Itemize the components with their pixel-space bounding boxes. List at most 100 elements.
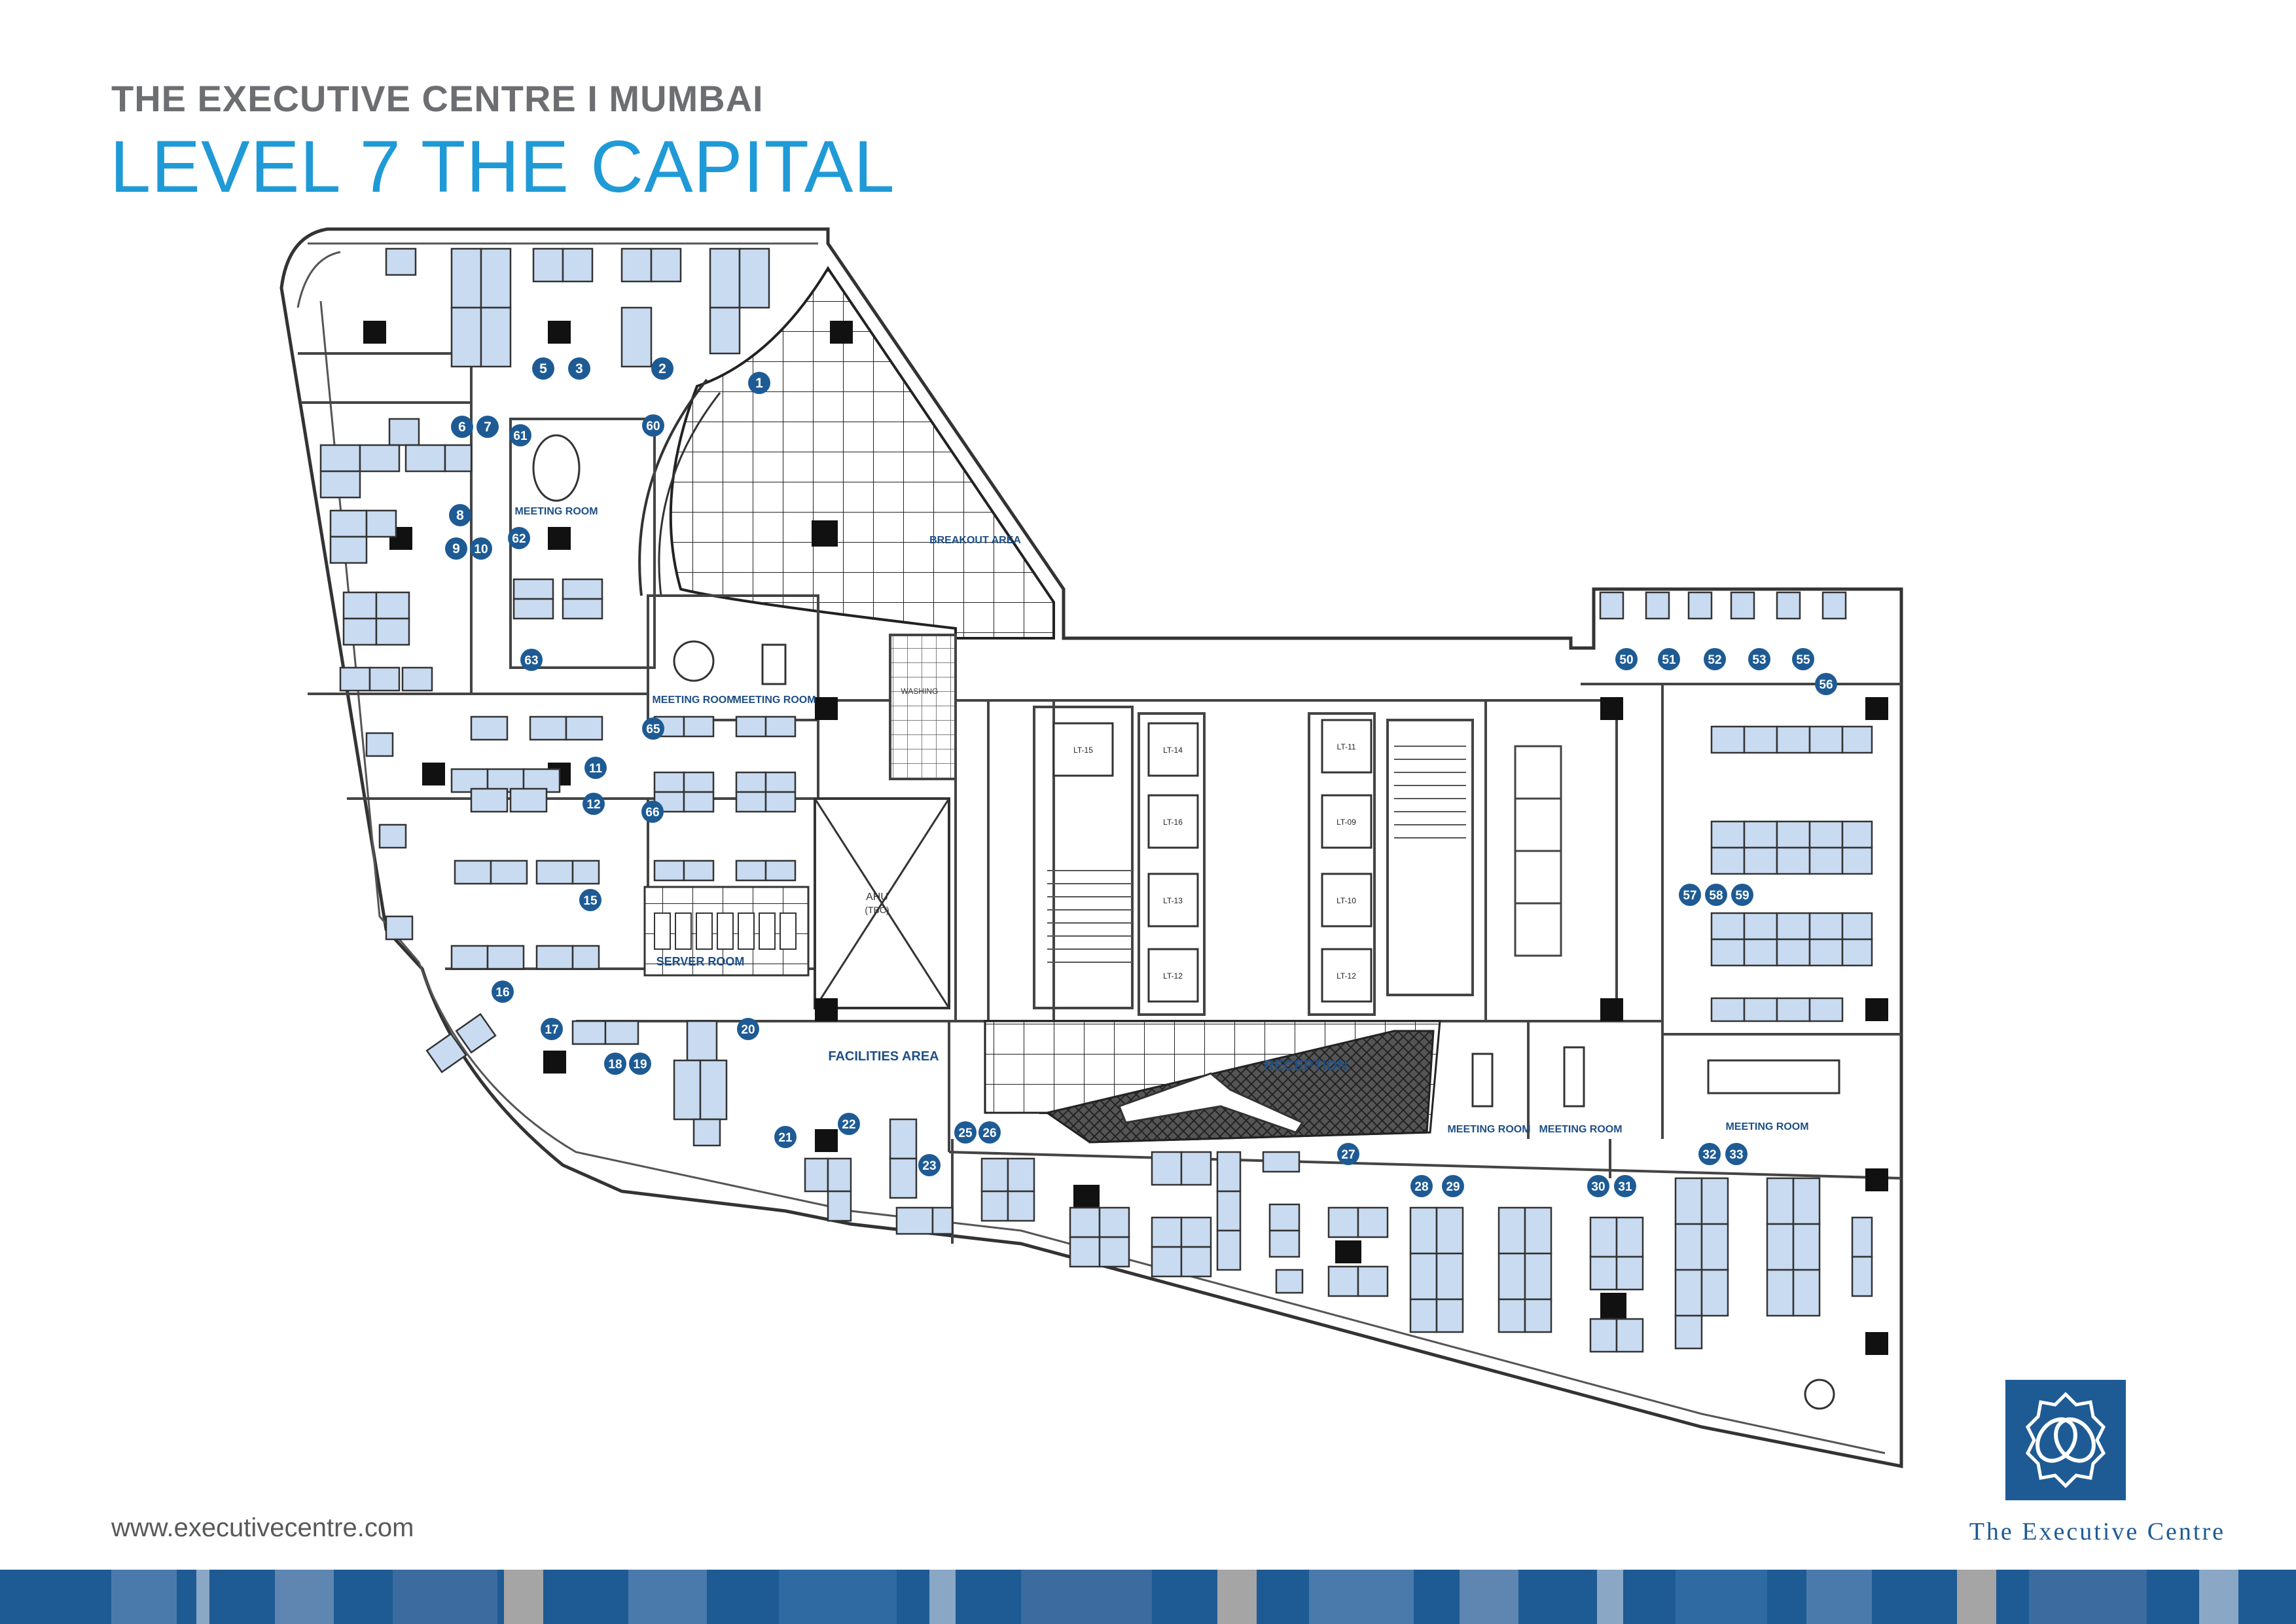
office-marker bbox=[492, 981, 514, 1003]
office-marker bbox=[918, 1154, 941, 1176]
meeting-room-label: MEETING ROOM bbox=[1539, 1124, 1622, 1135]
office-marker bbox=[954, 1121, 977, 1144]
office-number-label: 51 bbox=[1662, 653, 1676, 667]
office-marker bbox=[1587, 1175, 1609, 1197]
office-marker bbox=[641, 801, 664, 823]
building-outline bbox=[279, 227, 1903, 1469]
meeting-room-label: MEETING ROOM bbox=[514, 506, 598, 517]
office-number-label: 52 bbox=[1708, 653, 1721, 667]
office-number-label: 57 bbox=[1683, 889, 1696, 903]
office-marker bbox=[449, 504, 471, 526]
office-number-label: 25 bbox=[958, 1127, 973, 1140]
meeting-room-label: MEETING ROOM bbox=[1447, 1124, 1530, 1135]
lift-label: LT-12 bbox=[1163, 971, 1183, 981]
office-marker bbox=[532, 357, 554, 380]
office-marker bbox=[1725, 1143, 1748, 1165]
page-title: LEVEL 7 THE CAPITAL bbox=[110, 126, 895, 208]
office-number-label: 15 bbox=[583, 894, 598, 908]
office-marker bbox=[451, 416, 473, 438]
workstation-desks bbox=[319, 247, 1873, 1353]
office-number-label: 16 bbox=[495, 986, 509, 1000]
header-subtitle: THE EXECUTIVE CENTRE I MUMBAI bbox=[111, 78, 764, 119]
office-number-label: 3 bbox=[575, 361, 583, 376]
office-number-label: 30 bbox=[1591, 1180, 1605, 1194]
washing-label: WASHING bbox=[901, 687, 939, 696]
office-marker bbox=[1748, 648, 1770, 670]
office-number-label: 31 bbox=[1618, 1180, 1632, 1194]
office-number-label: 23 bbox=[922, 1159, 936, 1173]
office-number-label: 12 bbox=[586, 798, 600, 812]
office-number-label: 26 bbox=[982, 1127, 996, 1140]
footer-stripe-bar bbox=[0, 1570, 2296, 1624]
office-number-label: 5 bbox=[539, 361, 547, 376]
office-number-label: 10 bbox=[474, 543, 488, 556]
office-marker bbox=[508, 527, 530, 549]
office-number-label: 63 bbox=[524, 654, 538, 668]
meeting-room-label: MEETING ROOM bbox=[732, 695, 816, 706]
office-marker bbox=[1614, 1175, 1636, 1197]
office-marker bbox=[1337, 1143, 1359, 1165]
office-marker bbox=[748, 372, 770, 394]
ahu-note: (TBC) bbox=[865, 905, 889, 915]
office-number-label: 2 bbox=[658, 361, 666, 376]
office-number-label: 59 bbox=[1735, 889, 1749, 903]
ahu-label: AHU bbox=[866, 892, 888, 903]
meeting-room-label: MEETING ROOM bbox=[652, 695, 735, 706]
office-number-label: 7 bbox=[484, 420, 492, 435]
office-marker bbox=[470, 537, 492, 560]
office-marker bbox=[1410, 1175, 1433, 1197]
office-marker bbox=[584, 757, 607, 779]
office-number-label: 56 bbox=[1819, 678, 1833, 692]
ahu-room bbox=[814, 797, 950, 1009]
office-number-label: 22 bbox=[842, 1118, 855, 1132]
office-marker bbox=[1615, 648, 1638, 670]
office-marker bbox=[509, 424, 531, 446]
office-marker bbox=[978, 1121, 1001, 1144]
office-marker bbox=[642, 414, 664, 437]
office-marker bbox=[579, 889, 601, 911]
lift-label: LT-13 bbox=[1163, 896, 1183, 905]
office-number-label: 11 bbox=[589, 762, 603, 776]
office-number-label: 1 bbox=[755, 376, 763, 391]
office-marker bbox=[1792, 648, 1814, 670]
brand-logo bbox=[2005, 1380, 2126, 1500]
office-number-label: 20 bbox=[741, 1023, 755, 1037]
office-number-label: 65 bbox=[646, 723, 660, 736]
office-marker bbox=[1815, 673, 1837, 695]
lift-label: LT-16 bbox=[1163, 818, 1183, 827]
office-number-label: 62 bbox=[512, 532, 526, 546]
knot-logo-icon bbox=[2025, 1392, 2106, 1489]
office-marker bbox=[1442, 1175, 1464, 1197]
office-marker bbox=[737, 1018, 759, 1040]
office-number-label: 33 bbox=[1729, 1148, 1743, 1162]
reception-label: RECEPTION bbox=[1264, 1057, 1348, 1074]
structural-columns bbox=[363, 321, 1888, 1355]
office-marker bbox=[520, 649, 543, 671]
building-core bbox=[817, 634, 1618, 1114]
office-marker bbox=[604, 1053, 626, 1075]
office-number-label: 53 bbox=[1752, 653, 1766, 667]
meeting-room-label: MEETING ROOM bbox=[1725, 1121, 1808, 1132]
office-number-label: 27 bbox=[1341, 1148, 1355, 1162]
breakout-area bbox=[669, 266, 1055, 640]
facilities-area-label: FACILITIES AREA bbox=[828, 1049, 939, 1064]
office-marker bbox=[838, 1113, 860, 1135]
website-url[interactable]: www.executivecentre.com bbox=[111, 1513, 414, 1542]
lift-label: LT-10 bbox=[1336, 896, 1356, 905]
office-marker bbox=[445, 537, 467, 560]
office-number-label: 60 bbox=[646, 420, 660, 433]
office-number-label: 8 bbox=[456, 508, 464, 523]
office-number-label: 58 bbox=[1709, 889, 1723, 903]
office-marker bbox=[541, 1018, 563, 1040]
office-number-label: 61 bbox=[513, 429, 528, 443]
lift-label: LT-15 bbox=[1073, 746, 1093, 755]
office-marker bbox=[583, 793, 605, 815]
office-number-label: 50 bbox=[1619, 653, 1633, 667]
office-marker bbox=[476, 416, 499, 438]
office-number-label: 6 bbox=[458, 420, 466, 435]
lift-label: LT-12 bbox=[1336, 971, 1356, 981]
office-number-label: 28 bbox=[1414, 1180, 1428, 1194]
office-number-label: 29 bbox=[1446, 1180, 1460, 1194]
